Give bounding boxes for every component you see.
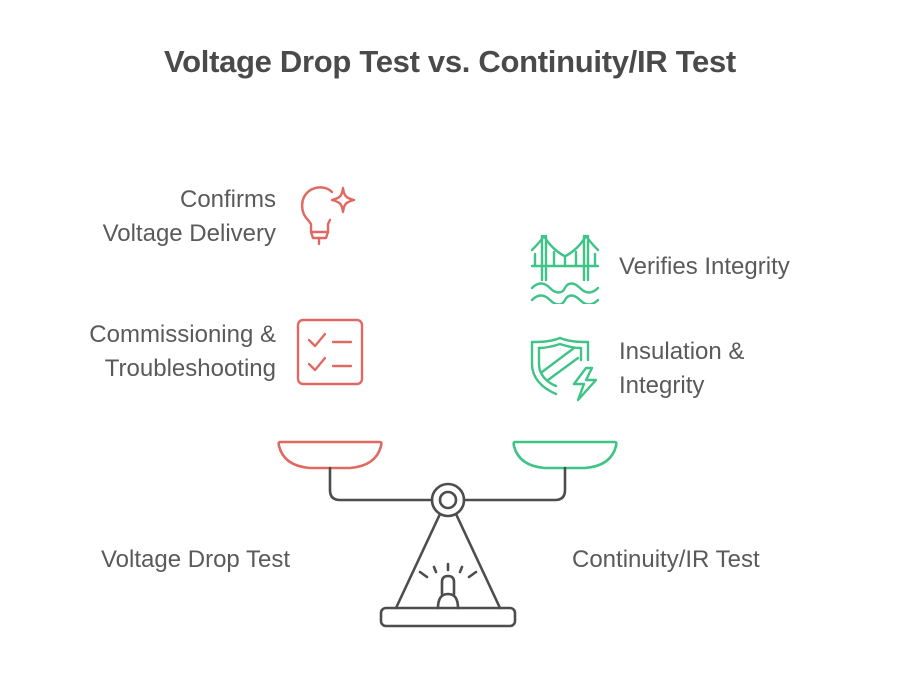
right-item-2-label: Insulation & Integrity: [619, 335, 744, 403]
right-pan: [512, 440, 618, 470]
checklist-icon: [294, 316, 364, 386]
balance-scale: [270, 430, 630, 640]
right-item-2-line1: Insulation &: [619, 338, 745, 365]
bridge-icon: [528, 232, 602, 304]
left-item-1-line1: Confirms: [179, 186, 276, 213]
left-item-1-label: Confirms Voltage Delivery: [40, 183, 276, 251]
left-item-2-line1: Commissioning &: [89, 321, 276, 348]
left-item-2-label: Commissioning & Troubleshooting: [20, 318, 276, 386]
shield-lightning-icon: [528, 334, 602, 404]
left-pan: [277, 440, 383, 470]
right-item-2-line2: Integrity: [619, 372, 705, 399]
lightbulb-sparkle-icon: [296, 180, 362, 250]
right-side-title: Continuity/IR Test: [572, 546, 760, 573]
left-item-1-line2: Voltage Delivery: [102, 220, 276, 247]
right-item-1-label: Verifies Integrity: [619, 253, 790, 280]
diagram-title: Voltage Drop Test vs. Continuity/IR Test: [164, 44, 736, 79]
left-side-title: Voltage Drop Test: [101, 546, 291, 573]
left-item-2-line2: Troubleshooting: [104, 355, 276, 382]
